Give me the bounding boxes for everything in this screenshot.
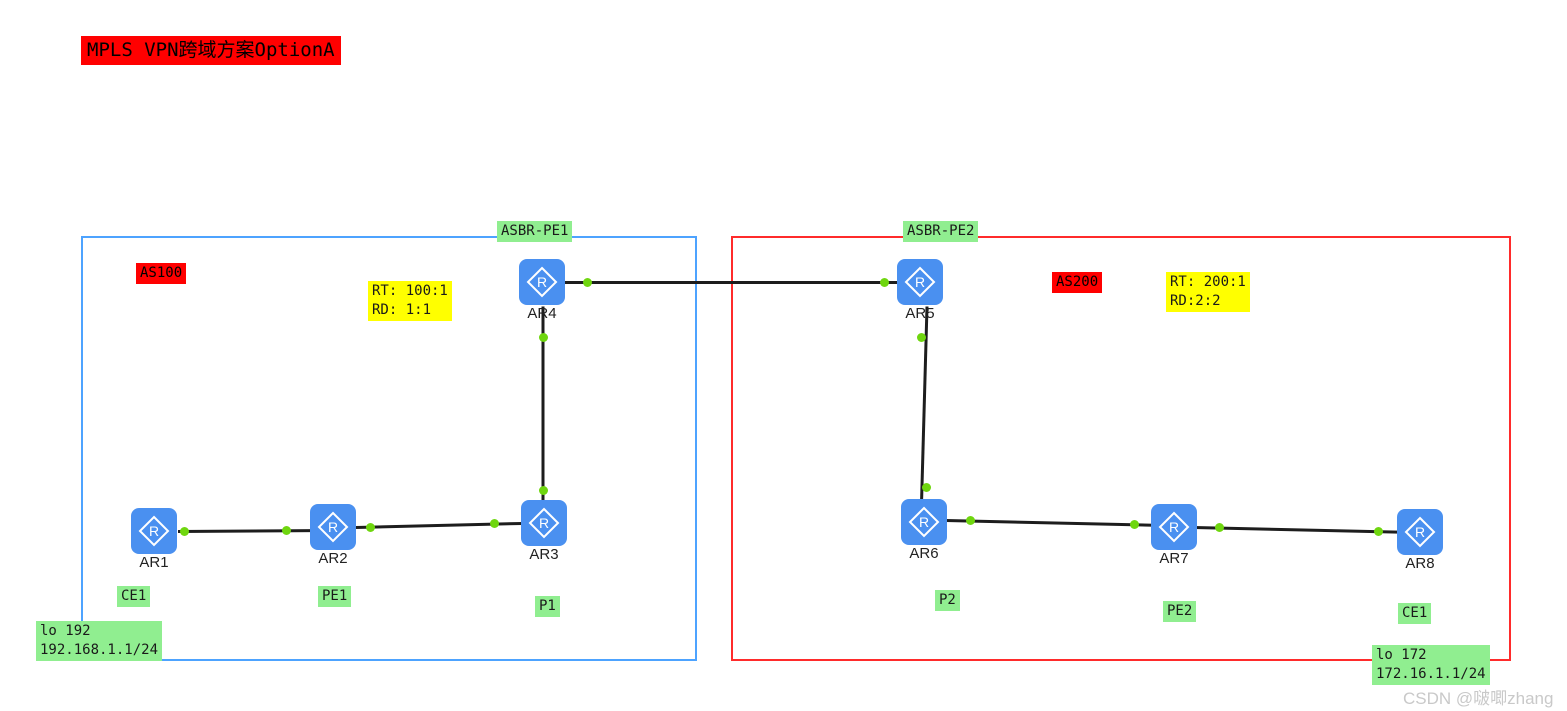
svg-text:R: R — [539, 515, 549, 531]
csdn-watermark: CSDN @啵唧zhang — [1403, 689, 1554, 708]
link-endpoint-dot — [880, 278, 889, 287]
link-endpoint-dot — [1130, 520, 1139, 529]
node-label-ar8: AR8 — [1405, 555, 1435, 572]
link-endpoint-dot — [539, 333, 548, 342]
node-label-ar2: AR2 — [318, 550, 348, 567]
link-endpoint-dot — [180, 527, 189, 536]
node-ar5[interactable]: R AR5 — [897, 259, 943, 322]
role-label-ce1-left: CE1 — [117, 586, 151, 607]
role-label-pe1: PE1 — [318, 586, 352, 607]
node-ar4[interactable]: R AR4 — [519, 259, 565, 322]
router-icon: R — [525, 265, 559, 299]
svg-text:R: R — [328, 519, 338, 535]
diagram-title: MPLS VPN跨域方案OptionA — [81, 36, 341, 65]
link-endpoint-dot — [1374, 527, 1383, 536]
router-icon: R — [316, 510, 350, 544]
rd-value-as200: RD:2:2 — [1170, 293, 1221, 309]
node-label-ar1: AR1 — [139, 554, 169, 571]
node-ar2[interactable]: R AR2 — [310, 504, 356, 567]
as100-boundary-box — [81, 236, 697, 661]
link-endpoint-dot — [539, 486, 548, 495]
role-label-ce1-right: CE1 — [1398, 603, 1432, 624]
rt-value-as200: RT: 200:1 — [1170, 274, 1246, 290]
link-endpoint-dot — [966, 516, 975, 525]
link-endpoint-dot — [490, 519, 499, 528]
node-label-ar4: AR4 — [527, 305, 557, 322]
node-ar8[interactable]: R AR8 — [1397, 509, 1443, 572]
svg-text:R: R — [1415, 524, 1425, 540]
as200-label: AS200 — [1052, 272, 1103, 293]
loopback-right-line2: 172.16.1.1/24 — [1376, 666, 1486, 682]
node-label-ar6: AR6 — [909, 545, 939, 562]
loopback-left-line1: lo 192 — [40, 623, 91, 639]
rt-value-as100: RT: 100:1 — [372, 283, 448, 299]
router-icon: R — [907, 505, 941, 539]
link-endpoint-dot — [282, 526, 291, 535]
role-label-p2: P2 — [935, 590, 960, 611]
node-label-ar3: AR3 — [529, 546, 559, 563]
link-ar4-ar5 — [564, 281, 902, 284]
loopback-annotation-left: lo 192 192.168.1.1/24 — [36, 621, 163, 661]
router-icon: R — [137, 514, 171, 548]
router-icon: R — [1403, 515, 1437, 549]
link-endpoint-dot — [922, 483, 931, 492]
router-icon: R — [1157, 510, 1191, 544]
svg-text:R: R — [915, 274, 925, 290]
svg-text:R: R — [149, 523, 159, 539]
as100-label: AS100 — [136, 263, 187, 284]
loopback-right-line1: lo 172 — [1376, 647, 1427, 663]
link-endpoint-dot — [1215, 523, 1224, 532]
link-endpoint-dot — [366, 523, 375, 532]
rd-value-as100: RD: 1:1 — [372, 302, 432, 318]
svg-text:R: R — [919, 514, 929, 530]
node-ar7[interactable]: R AR7 — [1151, 504, 1197, 567]
link-endpoint-dot — [917, 333, 926, 342]
loopback-annotation-right: lo 172 172.16.1.1/24 — [1372, 645, 1490, 685]
node-ar6[interactable]: R AR6 — [901, 499, 947, 562]
link-endpoint-dot — [583, 278, 592, 287]
role-label-asbr-pe2: ASBR-PE2 — [903, 221, 979, 242]
svg-text:R: R — [1169, 519, 1179, 535]
node-ar1[interactable]: R AR1 — [131, 508, 177, 571]
router-icon: R — [527, 506, 561, 540]
role-label-p1: P1 — [535, 596, 560, 617]
role-label-pe2: PE2 — [1163, 601, 1197, 622]
node-label-ar5: AR5 — [905, 305, 935, 322]
node-label-ar7: AR7 — [1159, 550, 1189, 567]
loopback-left-line2: 192.168.1.1/24 — [40, 642, 159, 658]
router-icon: R — [903, 265, 937, 299]
role-label-asbr-pe1: ASBR-PE1 — [497, 221, 573, 242]
as200-boundary-box — [731, 236, 1511, 661]
svg-text:R: R — [537, 274, 547, 290]
node-ar3[interactable]: R AR3 — [521, 500, 567, 563]
